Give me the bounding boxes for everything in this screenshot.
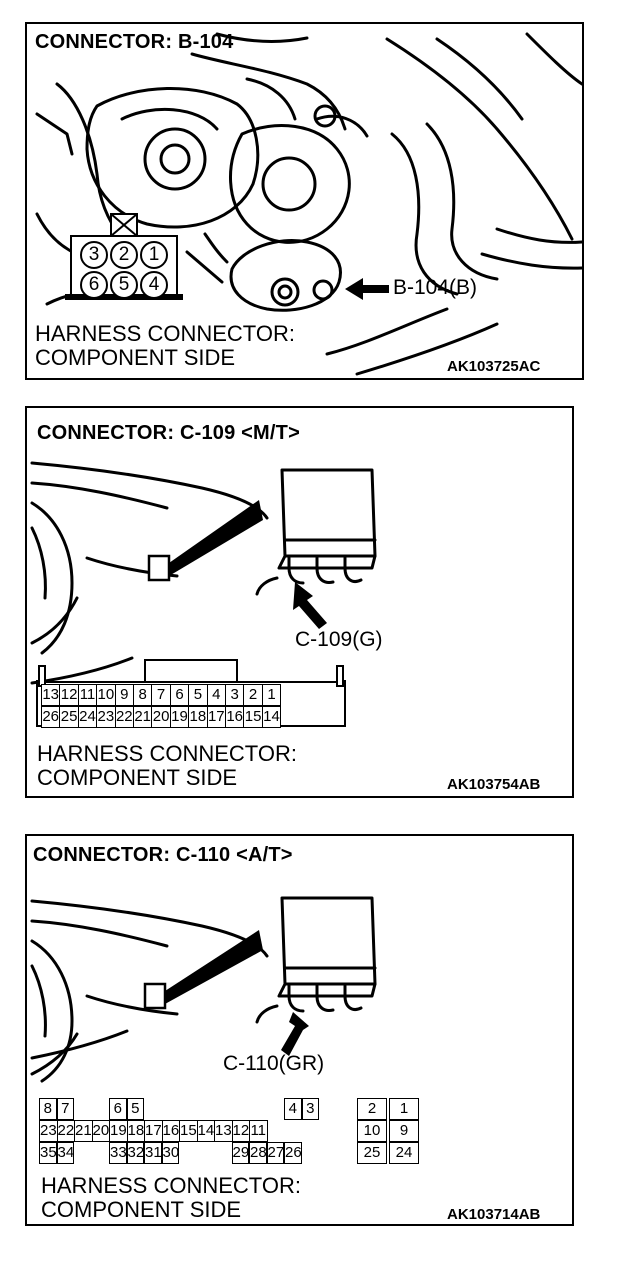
connector-pin: 13 xyxy=(214,1120,233,1142)
b104-harness-label-2: COMPONENT SIDE xyxy=(35,345,236,370)
connector-pin: 11 xyxy=(249,1120,268,1142)
c109-harness-label-2: COMPONENT SIDE xyxy=(37,765,238,790)
c109-title: CONNECTOR: C-109 <M/T> xyxy=(37,422,300,444)
connector-pin: 12 xyxy=(59,684,79,706)
connector-pin: 2 xyxy=(243,684,263,706)
connector-b104-panel: CONNECTOR: B-104 3 2 1 6 5 4 B-104(B) HA… xyxy=(25,22,584,380)
connector-pin: 8 xyxy=(133,684,153,706)
connector-pin: 14 xyxy=(196,1120,215,1142)
connector-pin: 24 xyxy=(77,706,98,728)
connector-pin: 34 xyxy=(56,1142,74,1164)
connector-pin: 22 xyxy=(114,706,134,728)
connector-pin: 25 xyxy=(357,1142,387,1164)
connector-pin: 18 xyxy=(188,706,208,728)
connector-pin: 16 xyxy=(225,706,245,728)
b104-callout-label: B-104(B) xyxy=(393,276,478,299)
connector-pin: 24 xyxy=(389,1142,419,1164)
connector-pin: 18 xyxy=(126,1120,145,1142)
connector-pin: 10 xyxy=(96,684,116,706)
c109-callout-label: C-109(G) xyxy=(295,628,383,651)
connector-pin: 25 xyxy=(59,706,79,728)
b104-harness-label-1: HARNESS CONNECTOR: xyxy=(35,321,295,346)
b104-pin: 6 xyxy=(80,271,108,299)
connector-pin: 35 xyxy=(39,1142,57,1164)
connector-pin: 21 xyxy=(74,1120,93,1142)
connector-pin: 28 xyxy=(249,1142,267,1164)
connector-pin: 1 xyxy=(389,1098,419,1120)
connector-pin: 12 xyxy=(231,1120,250,1142)
connector-pin: 11 xyxy=(77,684,98,706)
b104-pin: 3 xyxy=(80,241,108,269)
b104-title: CONNECTOR: B-104 xyxy=(35,31,234,53)
connector-pin: 23 xyxy=(39,1120,58,1142)
c110-harness-label-1: HARNESS CONNECTOR: xyxy=(41,1173,301,1198)
c110-component-illustration xyxy=(30,896,377,1083)
connector-pin: 26 xyxy=(284,1142,302,1164)
connector-pin: 17 xyxy=(144,1120,163,1142)
connector-pin: 7 xyxy=(56,1098,74,1120)
connector-pin: 9 xyxy=(389,1120,419,1142)
c110-callout-label: C-110(GR) xyxy=(223,1052,325,1075)
connector-pin: 32 xyxy=(126,1142,144,1164)
connector-pin: 22 xyxy=(56,1120,75,1142)
connector-pin: 30 xyxy=(161,1142,179,1164)
connector-pin: 21 xyxy=(133,706,153,728)
connector-pin: 3 xyxy=(301,1098,319,1120)
connector-pin: 27 xyxy=(266,1142,284,1164)
c109-component-illustration xyxy=(30,461,377,727)
connector-pin: 20 xyxy=(151,706,171,728)
connector-pin: 2 xyxy=(357,1098,387,1120)
connector-pin: 7 xyxy=(151,684,171,706)
c110-reference-code: AK103714AB xyxy=(447,1206,541,1223)
connector-pin: 5 xyxy=(126,1098,144,1120)
connector-pin: 1 xyxy=(261,684,282,706)
connector-pin: 8 xyxy=(39,1098,57,1120)
connector-pin: 3 xyxy=(225,684,245,706)
connector-pin: 4 xyxy=(206,684,226,706)
connector-pin: 6 xyxy=(169,684,190,706)
connector-pin: 4 xyxy=(284,1098,302,1120)
connector-pin: 29 xyxy=(231,1142,249,1164)
connector-pin: 9 xyxy=(114,684,134,706)
connector-pin: 20 xyxy=(91,1120,110,1142)
c109-harness-label-1: HARNESS CONNECTOR: xyxy=(37,741,297,766)
connector-pin: 31 xyxy=(144,1142,162,1164)
b104-pin: 1 xyxy=(140,241,168,269)
connector-c109-panel: CONNECTOR: C-109 <M/T> C-109(G) HARNESS … xyxy=(25,406,574,798)
connector-pin: 19 xyxy=(109,1120,128,1142)
b104-reference-code: AK103725AC xyxy=(447,358,541,375)
c110-harness-label-2: COMPONENT SIDE xyxy=(41,1197,242,1222)
connector-pin: 6 xyxy=(109,1098,127,1120)
connector-pin: 10 xyxy=(357,1120,387,1142)
connector-pin: 13 xyxy=(41,684,61,706)
connector-pin: 14 xyxy=(261,706,282,728)
c110-title: CONNECTOR: C-110 <A/T> xyxy=(33,844,293,866)
connector-pin: 16 xyxy=(161,1120,180,1142)
connector-pin: 33 xyxy=(109,1142,127,1164)
connector-pin: 15 xyxy=(243,706,263,728)
c109-reference-code: AK103754AB xyxy=(447,776,541,793)
connector-c110-panel: CONNECTOR: C-110 <A/T> C-110(GR) HARNESS… xyxy=(25,834,574,1226)
connector-pin: 5 xyxy=(188,684,208,706)
b104-pin: 5 xyxy=(110,271,138,299)
connector-pin: 26 xyxy=(41,706,61,728)
b104-pin: 2 xyxy=(110,241,138,269)
connector-pin: 23 xyxy=(96,706,116,728)
connector-pin: 15 xyxy=(179,1120,198,1142)
b104-pin: 4 xyxy=(140,271,168,299)
connector-pin: 17 xyxy=(206,706,226,728)
connector-pin: 19 xyxy=(169,706,190,728)
